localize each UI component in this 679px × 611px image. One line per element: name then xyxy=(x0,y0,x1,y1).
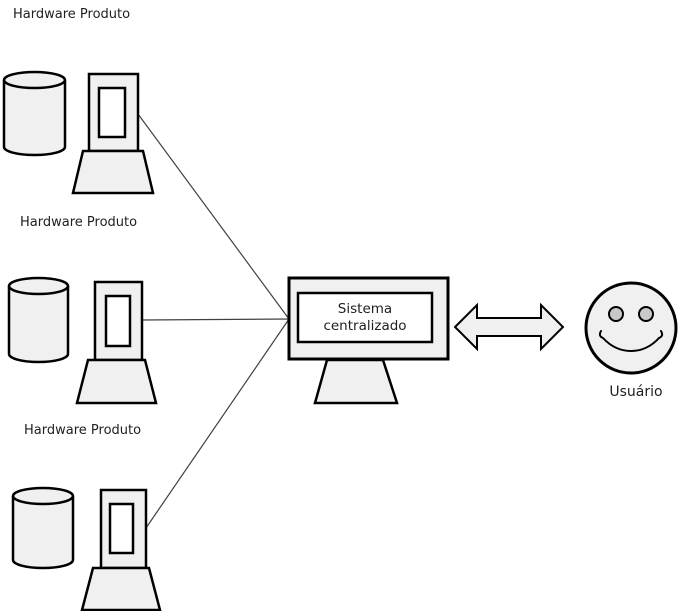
central-system-label-line1: Sistema xyxy=(337,300,393,317)
terminal-stand xyxy=(71,149,155,195)
double-headed-arrow-icon xyxy=(453,302,565,352)
smiley-eye-left xyxy=(608,306,624,322)
central-system-label-line2: centralizado xyxy=(323,317,407,334)
smiley-head xyxy=(584,281,678,375)
connector-lines xyxy=(137,113,290,529)
hardware-group-2 xyxy=(7,276,158,405)
connector-line-1 xyxy=(137,113,290,320)
connector-line-2 xyxy=(141,318,290,321)
hardware-group-2-label: Hardware Produto xyxy=(20,215,138,230)
database-cylinder-icon xyxy=(2,70,67,157)
kiosk-terminal-icon xyxy=(80,488,162,611)
connector-line-3 xyxy=(145,318,290,529)
database-cylinder-icon xyxy=(11,486,75,570)
central-system-label: Sistema centralizado xyxy=(298,293,432,342)
hardware-group-3 xyxy=(11,486,162,611)
kiosk-terminal-icon xyxy=(75,280,158,405)
hardware-group-1-label: Hardware Produto xyxy=(13,7,131,22)
terminal-stand xyxy=(75,358,158,405)
terminal-screen xyxy=(97,86,127,139)
terminal-stand xyxy=(80,566,162,611)
database-cylinder-icon xyxy=(7,276,70,364)
kiosk-terminal-icon xyxy=(71,72,155,195)
hardware-group-3-label: Hardware Produto xyxy=(24,423,142,438)
hardware-group-1 xyxy=(2,70,155,195)
monitor-screen xyxy=(296,291,434,344)
central-system-monitor-icon xyxy=(287,276,450,405)
user-label: Usuário xyxy=(609,384,663,400)
monitor-stand xyxy=(313,358,399,405)
terminal-screen xyxy=(108,502,135,555)
smiley-eye-right xyxy=(638,306,654,322)
terminal-screen xyxy=(104,294,132,348)
smiley-mouth xyxy=(598,330,664,353)
smiley-face-icon xyxy=(584,281,678,375)
